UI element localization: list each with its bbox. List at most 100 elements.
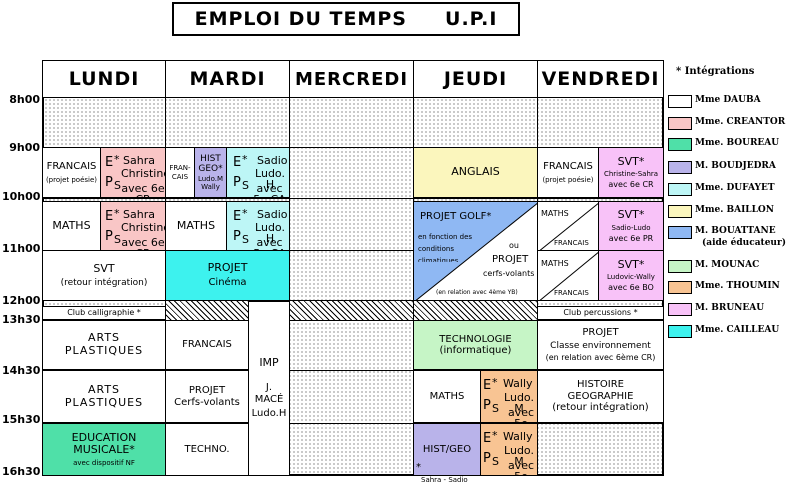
diagonal-split	[539, 251, 598, 300]
course-label: HIST	[200, 154, 221, 165]
lundi-maths: MATHS	[42, 201, 101, 251]
eps-letter: S	[492, 402, 499, 415]
eps-letter: P	[233, 175, 241, 190]
jeudi-hist-geo: HIST/GEO *	[413, 423, 481, 476]
eps-star: *	[492, 376, 498, 389]
course-label: Club percussions *	[563, 308, 638, 318]
eps-letter: E	[233, 209, 242, 224]
course-note: Christine-Sahra	[603, 170, 659, 179]
vendredi-svt-3: SVT* Ludovic-Wally avec 6e BO	[598, 250, 664, 301]
hour-label: 13h30	[2, 313, 41, 326]
course-note: (en relation avec 6ème CR)	[545, 353, 656, 363]
grid-line	[42, 300, 664, 301]
lundi-education-musicale: EDUCATION MUSICALE* avec dispositif NF	[42, 423, 166, 476]
course-label: PROJET	[188, 385, 226, 396]
course-note: Wally	[201, 182, 220, 191]
eps-letter: P	[483, 398, 491, 413]
course-label: TECHNOLOGIE	[439, 333, 512, 345]
legend-swatch	[668, 183, 692, 196]
vendredi-projet: PROJET Classe environnement (en relation…	[537, 320, 664, 370]
hour-label: 15h30	[2, 413, 41, 426]
eps-letter: S	[114, 233, 121, 246]
course-label: MATHS	[541, 209, 569, 218]
eps-letter: E	[483, 431, 492, 446]
jeudi-eps-1: E * P S Wally Ludo. M avec 5e	[480, 370, 538, 423]
eps-letter: S	[242, 179, 249, 192]
jeudi-anglais: ANGLAIS	[413, 147, 538, 198]
eps-teacher: Ludo. M	[504, 391, 534, 415]
legend-item: M. BOUDJEDRA	[668, 161, 796, 175]
course-label: PROJET	[582, 327, 619, 339]
course-note: Sadio-Ludo	[611, 223, 651, 232]
course-label: HIST/GEO	[422, 443, 472, 455]
course-label: FRANCAIS	[46, 160, 97, 172]
course-label: ARTS	[87, 331, 121, 345]
course-note: climatiques	[418, 257, 459, 265]
course-note: (projet poésie)	[45, 176, 98, 185]
course-label: SVT*	[617, 208, 645, 222]
course-note: MACÉ	[254, 393, 284, 405]
course-note: cerfs-volants	[483, 269, 535, 278]
legend-item: Mme. CAILLEAU	[668, 325, 796, 339]
eps-student: Sadio	[257, 154, 288, 167]
jeudi-technologie: TECHNOLOGIE (informatique)	[413, 320, 538, 370]
course-label: GEO*	[198, 164, 223, 175]
eps-teacher: Ludo. H	[255, 167, 285, 191]
legend-label: Mme. CAILLEAU	[695, 325, 780, 335]
course-label: IMP	[259, 356, 279, 370]
mardi-imp: IMP J. MACÉ Ludo.H	[248, 301, 290, 476]
hour-label: 14h30	[2, 364, 41, 377]
course-star: *	[416, 462, 421, 473]
grid-line	[42, 198, 664, 199]
eps-letter: S	[492, 455, 499, 468]
lunch-hatch	[290, 301, 413, 320]
mardi-maths: MATHS	[165, 201, 227, 251]
page-title: EMPLOI DU TEMPS U.P.I	[172, 2, 520, 36]
course-label: ANGLAIS	[451, 165, 500, 179]
legend-item: Mme. BAILLON	[668, 205, 796, 219]
eps-class: avec 6e CR	[121, 236, 165, 250]
course-label: TECHNO.	[184, 443, 230, 455]
legend-label: Mme. THOUMIN	[695, 281, 780, 291]
course-note: Ludovic-Wally	[607, 273, 655, 282]
legend-swatch	[668, 138, 692, 151]
course-note: Classe environnement	[550, 340, 651, 351]
course-note: Ludo.M	[197, 174, 224, 183]
lundi-svt: SVT (retour intégration)	[42, 250, 166, 301]
eps-star: *	[114, 207, 120, 220]
mardi-projet-cerfs-volants: PROJET Cerfs-volants	[165, 370, 249, 423]
course-label: ARTS	[87, 382, 121, 396]
course-label: PROJET GOLF*	[420, 211, 492, 222]
legend-item: M. BOUATTANE (aide éducateur)	[668, 226, 796, 250]
course-note: (informatique)	[439, 345, 512, 356]
eps-letter: P	[105, 175, 113, 190]
course-note: Cerfs-volants	[174, 396, 240, 408]
course-label: FRANCAIS	[554, 239, 589, 247]
legend-swatch	[668, 226, 692, 239]
course-label: PLASTIQUES	[64, 344, 144, 357]
course-note: ou	[509, 241, 519, 250]
grid-line	[42, 370, 664, 371]
grid-line	[42, 250, 664, 251]
vendredi-histoire-geo: HISTOIRE GEOGRAPHIE (retour intégration)	[537, 370, 664, 423]
legend-label: Mme. BAILLON	[695, 205, 775, 215]
course-note: en fonction des	[418, 233, 473, 241]
eps-letter: E	[105, 209, 114, 224]
course-label: SVT*	[617, 257, 645, 271]
course-note: (en relation avec 4ème YB)	[436, 289, 518, 296]
mardi-eps-2: E * P S Sadio Ludo. H avec 5e CA	[226, 201, 290, 251]
legend-swatch	[668, 161, 692, 174]
eps-class: avec 5e CA	[253, 182, 285, 197]
course-label: FRAN-	[169, 164, 191, 173]
eps-student: Sadio	[257, 208, 288, 221]
course-label: SVT	[93, 261, 115, 275]
eps-letter: P	[105, 229, 113, 244]
legend-label: M. MOUNAC	[695, 260, 760, 270]
legend-label: Mme DAUBA	[695, 95, 761, 105]
lunch-hatch	[414, 301, 537, 320]
eps-star: *	[242, 153, 248, 166]
hour-label: 11h00	[2, 242, 41, 255]
course-label: SVT*	[617, 154, 645, 168]
legend-swatch	[668, 205, 692, 218]
legend-swatch	[668, 117, 692, 130]
